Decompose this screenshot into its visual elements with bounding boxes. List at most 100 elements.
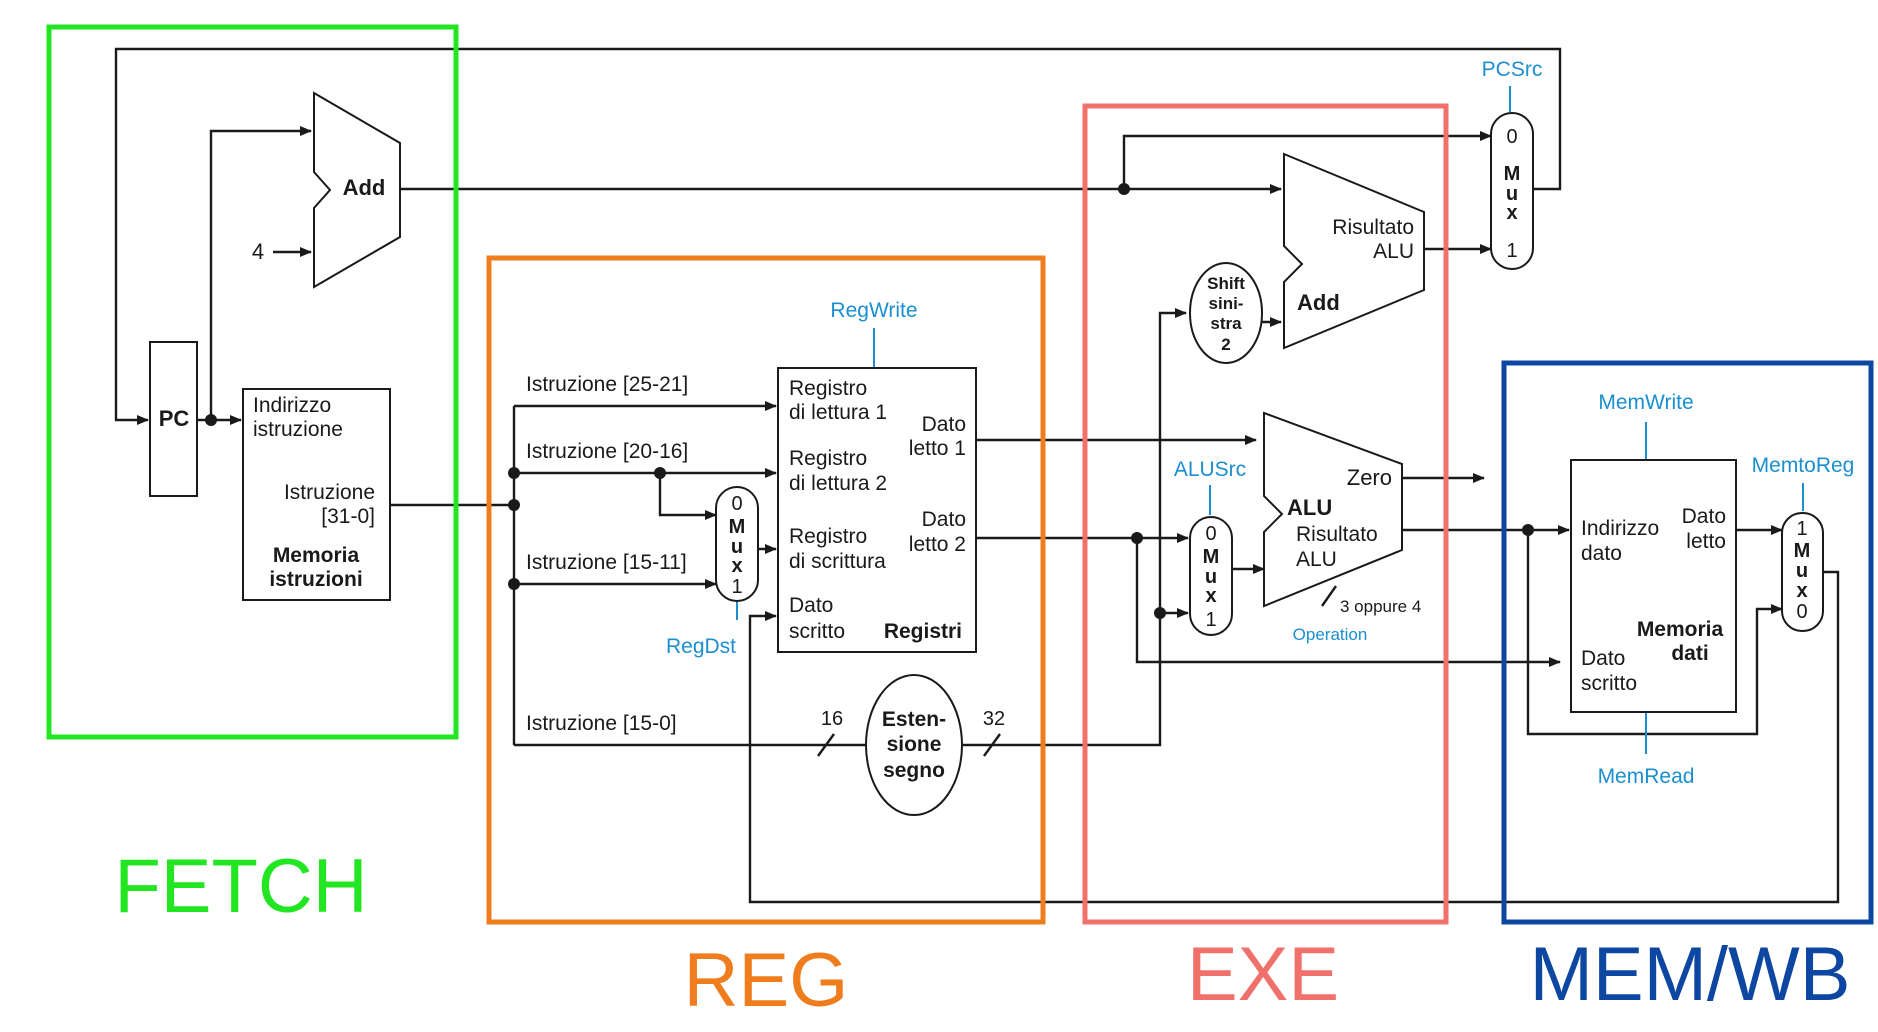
- regdst-mux-0: 0: [731, 493, 742, 515]
- exe-stage-box: [1082, 103, 1449, 925]
- memtoreg-mux-u: u: [1796, 560, 1808, 582]
- control-wires: [736, 86, 1804, 754]
- shift-label: Shift: [1207, 274, 1245, 293]
- mem-addr-label: Indirizzo: [1581, 517, 1659, 540]
- rr1-label-2: di lettura 1: [789, 401, 887, 424]
- mem-title-2: dati: [1671, 642, 1708, 665]
- pcsrc-mux: 0 M u x 1: [1490, 112, 1534, 270]
- sign-ext-out-wire: [962, 308, 1187, 747]
- alusrc-mux: 0 M u x 1: [1189, 516, 1233, 636]
- rd1-label-2: letto 1: [909, 437, 966, 460]
- memtoreg-mux-x: x: [1796, 580, 1807, 602]
- register-file: Registro di lettura 1 Registro di lettur…: [777, 367, 977, 653]
- alu-result-bypass-wire: [1526, 530, 1783, 736]
- pc4-to-mux-wire: [1122, 131, 1492, 189]
- regdst-mux-x: x: [731, 555, 742, 577]
- alusrc-mux-m: M: [1203, 546, 1220, 568]
- regwrite-label: RegWrite: [830, 299, 917, 322]
- regdst-label: RegDst: [666, 635, 736, 658]
- mem-read-label-2: letto: [1686, 530, 1726, 553]
- stage-labels: FETCH REG EXE MEM/WB: [114, 844, 1850, 1023]
- branch-adder-result-label: Risultato: [1332, 216, 1414, 239]
- stage-boxes: [46, 24, 1874, 925]
- control-labels: PCSrc RegWrite RegDst ALUSrc 3 oppure 4 …: [666, 58, 1854, 788]
- instruction-fields: Istruzione [25-21] Istruzione [20-16] Is…: [526, 373, 688, 735]
- memread-label: MemRead: [1598, 765, 1695, 788]
- memwb-stage-label: MEM/WB: [1530, 932, 1851, 1017]
- pcsrc-label: PCSrc: [1482, 58, 1543, 81]
- rr2-label-2: di lettura 2: [789, 472, 887, 495]
- register-file-title: Registri: [884, 620, 962, 643]
- instr-15-11-label: Istruzione [15-11]: [526, 551, 687, 574]
- imem-out-label-2: [31-0]: [321, 505, 375, 528]
- rr2-label: Registro: [789, 447, 867, 470]
- wr-label: Registro: [789, 525, 867, 548]
- instruction-memory: Indirizzo istruzione Istruzione [31-0] M…: [242, 388, 391, 601]
- data-memory: Indirizzo dato Dato letto Memoria dati D…: [1570, 459, 1737, 713]
- mem-write-label: Dato: [1581, 647, 1625, 670]
- memwrite-label: MemWrite: [1598, 391, 1693, 414]
- bits-out-slash: [983, 733, 1001, 757]
- fetch-stage-label: FETCH: [114, 844, 367, 929]
- alu-zero-label: Zero: [1347, 465, 1392, 490]
- sign-extend-label: Esten-: [882, 708, 946, 731]
- alu-label: ALU: [1287, 495, 1332, 520]
- imem-out-label: Istruzione: [284, 481, 375, 504]
- bits-in-slash: [817, 733, 835, 757]
- exe-stage-label: EXE: [1187, 932, 1339, 1017]
- wd-label: Dato: [789, 594, 833, 617]
- pc-register: PC: [149, 341, 198, 497]
- wires: [114, 47, 1840, 904]
- instr-15-0-label: Istruzione [15-0]: [526, 712, 677, 735]
- shift-label-3: stra: [1210, 314, 1242, 333]
- const4-label: 4: [252, 239, 264, 264]
- pcsrc-mux-x: x: [1506, 202, 1517, 224]
- alusrc-mux-0: 0: [1205, 523, 1216, 545]
- pc-adder: Add 4: [252, 91, 401, 289]
- rd1-label: Dato: [922, 413, 966, 436]
- mem-read-label: Dato: [1682, 505, 1726, 528]
- alu-op-bits-label: 3 oppure 4: [1340, 597, 1421, 616]
- wd-label-2: scritto: [789, 620, 845, 643]
- mem-addr-label-2: dato: [1581, 542, 1622, 565]
- branch-adder-label: Add: [1297, 290, 1340, 315]
- fetch-stage-box: [46, 24, 459, 740]
- sign-extend-label-2: sione: [887, 733, 942, 756]
- imem-title-2: istruzioni: [269, 568, 362, 591]
- memtoreg-mux: 1 M u x 0: [1781, 512, 1824, 632]
- mem-title: Memoria: [1637, 618, 1724, 641]
- imem-addr-label-2: istruzione: [253, 418, 343, 441]
- instr-20-16-label: Istruzione [20-16]: [526, 440, 688, 463]
- shift-label-2: sini-: [1209, 294, 1244, 313]
- pcsrc-mux-m: M: [1504, 163, 1521, 185]
- bits-out-label: 32: [983, 708, 1005, 730]
- writeback-wire: [748, 570, 1840, 904]
- regdst-mux-m: M: [729, 516, 746, 538]
- memtoreg-mux-m: M: [1794, 540, 1811, 562]
- imem-addr-label: Indirizzo: [253, 394, 331, 417]
- alu-result-label-2: ALU: [1296, 548, 1337, 571]
- memtoreg-label: MemtoReg: [1752, 454, 1855, 477]
- rd2-label: Dato: [922, 508, 966, 531]
- regdst-mux: 0 M u x 1: [715, 486, 759, 602]
- alusrc-mux-x: x: [1205, 585, 1216, 607]
- memtoreg-mux-0: 0: [1796, 601, 1807, 623]
- branch-adder-result-label-2: ALU: [1373, 240, 1414, 263]
- pc-label: PC: [159, 406, 190, 431]
- sign-extend-label-3: segno: [883, 759, 945, 782]
- instr-20-16-to-mux-wire: [658, 473, 717, 520]
- sign-extend: Esten- sione segno 16 32: [821, 674, 1005, 816]
- pcsrc-mux-0: 0: [1506, 126, 1517, 148]
- rd2-label-2: letto 2: [909, 533, 966, 556]
- bits-in-label: 16: [821, 708, 843, 730]
- alusrc-label: ALUSrc: [1174, 458, 1246, 481]
- shift-label-4: 2: [1221, 335, 1230, 354]
- pcsrc-mux-u: u: [1506, 183, 1518, 205]
- alu: Zero ALU Risultato ALU: [1263, 411, 1403, 608]
- instr-25-21-label: Istruzione [25-21]: [526, 373, 688, 396]
- rr1-label: Registro: [789, 377, 867, 400]
- pc-to-adder-wire: [209, 126, 312, 420]
- branch-adder: Risultato ALU Add: [1283, 152, 1425, 350]
